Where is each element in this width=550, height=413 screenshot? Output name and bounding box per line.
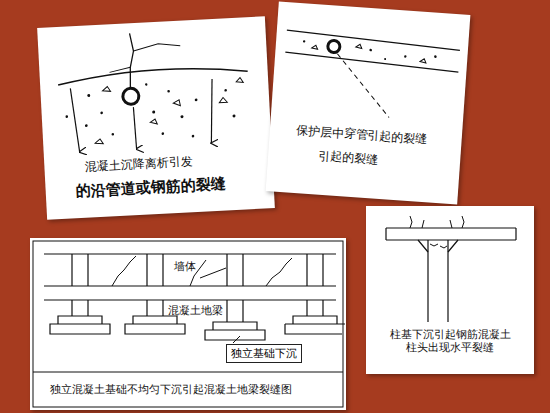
illustration-panel: 混凝土沉降离析引发的沿管道或钢筋的裂缝 xyxy=(37,16,275,220)
panel-text: 独立基础下沉 xyxy=(231,347,297,360)
leader-line xyxy=(233,336,240,343)
illustration-panel: 保护层中穿管引起的裂缝引起的裂缝 xyxy=(266,2,471,205)
panel-text: 保护层中穿管引起的裂缝 xyxy=(295,123,428,147)
cover-pipe-drawing xyxy=(266,2,471,205)
wall-label: 墙体 xyxy=(174,260,196,273)
figure-caption: 独立混凝土基础不均匀下沉引起混凝土地梁裂缝图 xyxy=(50,383,292,396)
settlement-label-box: 独立基础下沉 xyxy=(226,344,302,363)
illustration-panel: 柱基下沉引起钢筋混凝土 柱头出现水平裂缝 xyxy=(366,206,534,374)
panel-text: 混凝土沉降离析引发 xyxy=(84,154,193,174)
panel-text: 的沿管道或钢筋的裂缝 xyxy=(75,174,226,200)
panel-text: 柱基下沉引起钢筋混凝土 柱头出现水平裂缝 xyxy=(384,328,516,354)
panel-text: 引起的裂缝 xyxy=(318,149,379,168)
illustration-panel: 墙体混凝土地梁独立混凝土基础不均匀下沉引起混凝土地梁裂缝图 独立基础下沉 xyxy=(30,238,346,410)
beam-label: 混凝土地梁 xyxy=(168,304,223,317)
